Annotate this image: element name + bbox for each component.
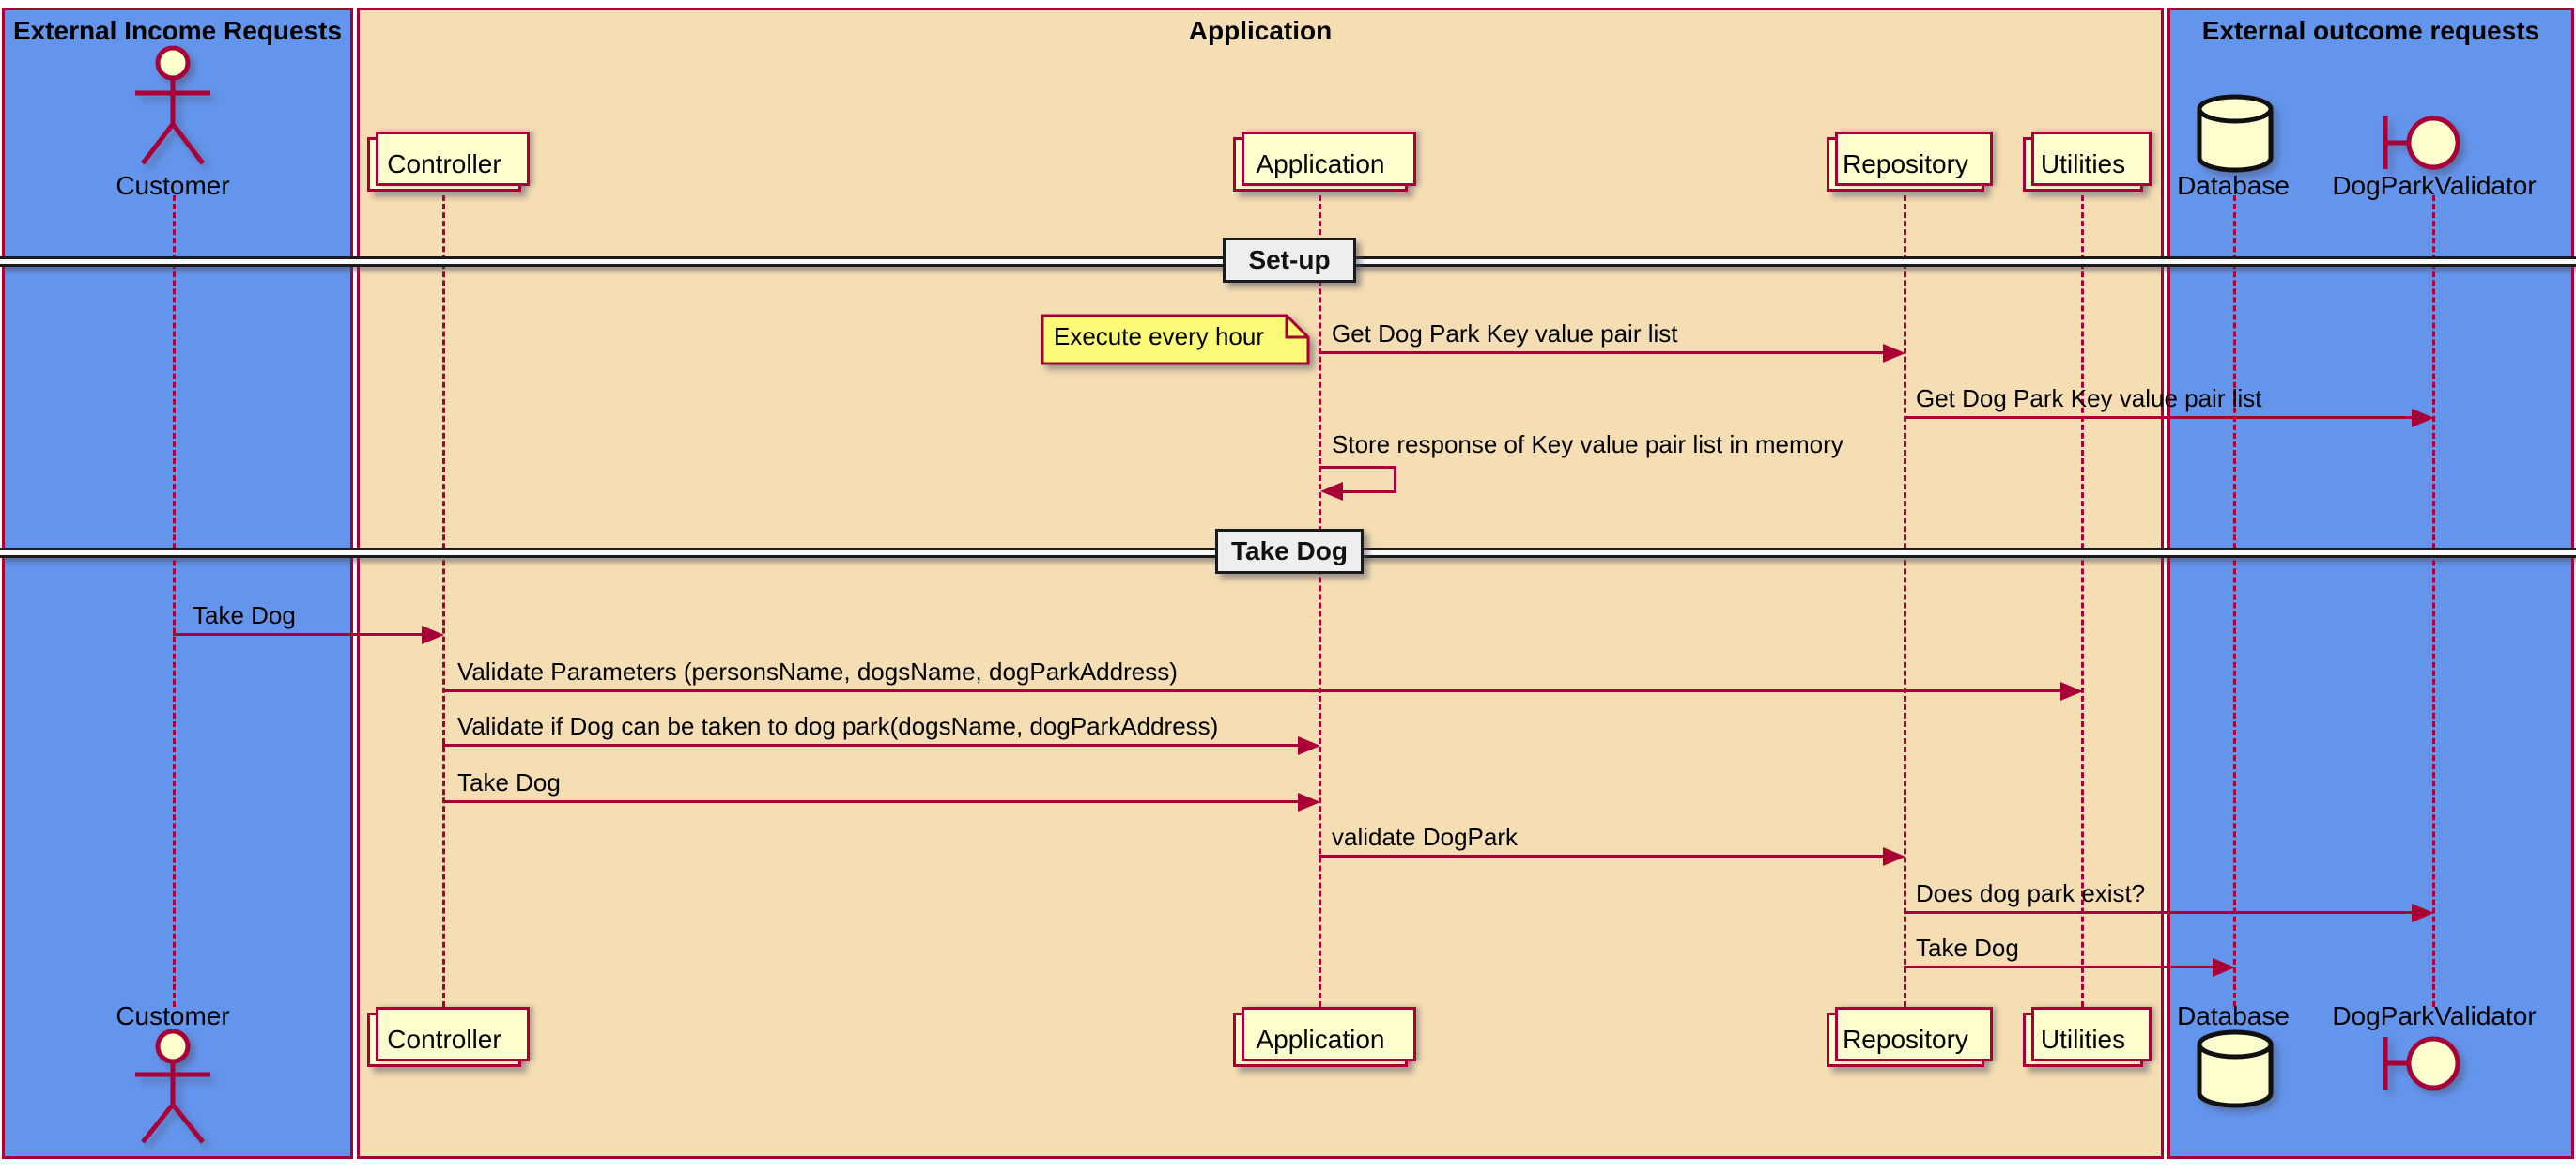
box-title: Application xyxy=(1188,16,1333,45)
self-message-line xyxy=(1319,466,1396,469)
message-label: Take Dog xyxy=(193,601,296,629)
message-label: Take Dog xyxy=(1916,934,2019,962)
arrowhead-icon xyxy=(2412,409,2434,427)
actor-icon xyxy=(107,45,239,174)
participant-controller-bottom: Controller xyxy=(367,1007,530,1067)
participant-application-top: Application xyxy=(1233,132,1416,192)
message-label: Validate Parameters (personsName, dogsNa… xyxy=(457,658,1178,686)
arrowhead-icon xyxy=(422,626,444,644)
box-application: Application xyxy=(357,8,2164,1159)
note-text: Execute every hour xyxy=(1054,322,1265,350)
message-label: Does dog park exist? xyxy=(1916,879,2146,907)
arrowhead-icon xyxy=(2060,682,2083,701)
note-execute-every-hour: Execute every hour xyxy=(1041,314,1311,366)
participant-dogparkvalidator-bottom-label: DogParkValidator xyxy=(2332,1001,2537,1030)
box-title: External Income Requests xyxy=(12,16,343,45)
box-title: External outcome requests xyxy=(2201,16,2540,45)
actor-icon xyxy=(107,1029,239,1153)
participant-database-bottom-label: Database xyxy=(2177,1001,2290,1030)
participant-database-top-label: Database xyxy=(2177,171,2290,200)
lifeline-utilities xyxy=(2081,195,2084,1007)
divider-take-dog: Take Dog xyxy=(1215,529,1364,574)
participant-dogparkvalidator-top-label: DogParkValidator xyxy=(2332,171,2537,200)
lifeline-application xyxy=(1319,195,1321,1007)
arrowhead-icon xyxy=(1883,847,1905,866)
message-label: validate DogPark xyxy=(1332,823,1518,851)
message-line xyxy=(1904,966,2213,968)
arrowhead-icon xyxy=(2213,958,2235,977)
arrowhead-icon xyxy=(1320,482,1343,501)
lifeline-database xyxy=(2233,195,2236,1007)
arrowhead-icon xyxy=(2412,904,2434,922)
participant-repository-top: Repository xyxy=(1827,132,1993,192)
participant-repository-bottom: Repository xyxy=(1827,1007,1993,1067)
participant-customer-top-label: Customer xyxy=(116,171,230,200)
message-line xyxy=(1319,351,1883,354)
message-label: Take Dog xyxy=(457,768,561,797)
message-line xyxy=(1319,855,1883,858)
participant-application-bottom: Application xyxy=(1233,1007,1416,1067)
message-label: Validate if Dog can be taken to dog park… xyxy=(457,712,1219,740)
message-label: Get Dog Park Key value pair list xyxy=(1916,384,2262,412)
lifeline-controller xyxy=(442,195,445,1007)
message-line xyxy=(173,633,422,636)
database-icon xyxy=(2196,1029,2275,1113)
message-line xyxy=(442,689,2060,692)
lifeline-repository xyxy=(1904,195,1906,1007)
message-label: Get Dog Park Key value pair list xyxy=(1332,319,1678,348)
message-line xyxy=(1904,416,2412,419)
arrowhead-icon xyxy=(1298,736,1320,755)
self-message-line xyxy=(1341,490,1396,493)
arrowhead-icon xyxy=(1298,793,1320,812)
lifeline-customer xyxy=(173,195,176,1007)
message-line xyxy=(442,800,1298,803)
box-external-income-requests: External Income Requests xyxy=(2,8,353,1159)
arrowhead-icon xyxy=(1883,344,1905,363)
participant-utilities-bottom: Utilities xyxy=(2023,1007,2152,1067)
participant-utilities-top: Utilities xyxy=(2023,132,2152,192)
message-line xyxy=(1904,911,2412,914)
boundary-icon xyxy=(2374,1026,2468,1106)
database-icon xyxy=(2196,94,2275,178)
lifeline-dogparkvalidator xyxy=(2432,195,2435,1007)
participant-customer-bottom-label: Customer xyxy=(116,1001,230,1030)
message-line xyxy=(442,744,1298,747)
boundary-icon xyxy=(2374,105,2468,185)
participant-controller-top: Controller xyxy=(367,132,530,192)
divider-setup: Set-up xyxy=(1223,238,1356,283)
message-label: Store response of Key value pair list in… xyxy=(1332,430,1843,458)
self-message-line xyxy=(1394,466,1396,493)
